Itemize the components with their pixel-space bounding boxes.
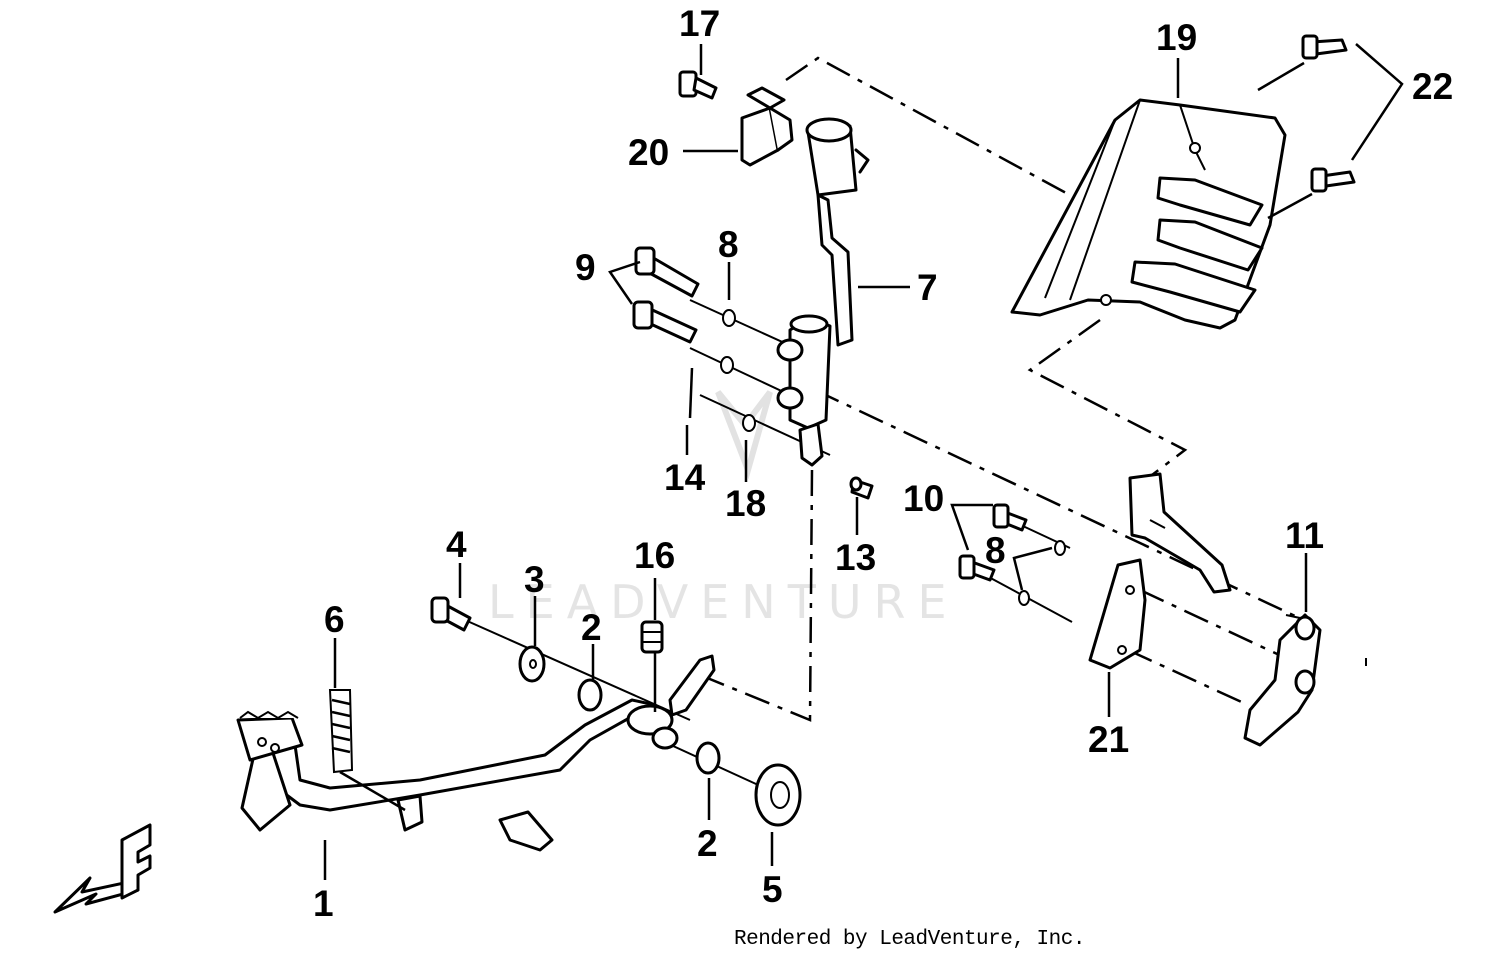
cotter-pin-14	[688, 367, 694, 419]
callout-2b: 2	[697, 823, 718, 864]
bolt-17	[678, 70, 718, 100]
washer-8c	[1054, 540, 1066, 556]
washer-5	[754, 763, 802, 827]
washer-8	[722, 309, 736, 327]
callout-11: 11	[1285, 515, 1324, 556]
washer-8b	[720, 356, 734, 374]
callout-1: 1	[313, 883, 334, 924]
callout-18: 18	[725, 483, 766, 524]
axis-lines	[464, 299, 1073, 796]
footer-credit: Rendered by LeadVenture, Inc.	[734, 928, 1085, 951]
callout-17: 17	[679, 3, 720, 44]
plate-21	[1088, 558, 1147, 670]
brake-pedal	[236, 654, 716, 852]
callout-19: 19	[1156, 17, 1197, 58]
watermark: LEADVENTURE	[488, 575, 959, 629]
callout-6: 6	[324, 599, 345, 640]
callout-3: 3	[524, 559, 545, 600]
callout-5: 5	[762, 869, 783, 910]
bracket-11	[1243, 613, 1322, 747]
callout-8a: 8	[718, 224, 739, 265]
callout-leaders	[323, 43, 1404, 880]
clevis-pin-13	[849, 476, 874, 500]
callout-22: 22	[1412, 66, 1453, 107]
callout-2a: 2	[581, 607, 602, 648]
front-direction-marker	[53, 823, 152, 914]
callout-13: 13	[835, 537, 876, 578]
oring-2b	[695, 741, 721, 775]
screw-22-bottom	[1310, 167, 1356, 193]
master-cylinder	[776, 117, 870, 467]
shroud	[1010, 98, 1287, 330]
callout-7: 7	[917, 267, 938, 308]
callout-4: 4	[446, 524, 467, 565]
callout-9: 9	[575, 247, 596, 288]
bolt-4	[430, 596, 472, 632]
bolts-9	[632, 246, 700, 344]
oring-2a	[577, 678, 603, 712]
grease-fitting-16	[640, 620, 664, 654]
callout-8b: 8	[985, 530, 1006, 571]
callout-20: 20	[628, 132, 669, 173]
screw-22-top	[1301, 34, 1348, 60]
callout-21: 21	[1088, 719, 1129, 760]
washer-3	[518, 645, 546, 683]
washer-8d	[1018, 590, 1030, 606]
callout-16: 16	[634, 535, 675, 576]
callout-14: 14	[664, 457, 706, 498]
washer-18	[742, 414, 756, 432]
clip-20	[740, 86, 794, 167]
mount-bracket	[1128, 472, 1232, 594]
spring-6	[328, 689, 406, 812]
callout-labels: 1 2 2 3 4 5 6 7 8 8 9 10 11 13 14 16 17 …	[313, 3, 1453, 924]
watermark-logo	[715, 390, 773, 480]
callout-10: 10	[903, 478, 944, 519]
bolts-10	[958, 503, 1028, 582]
